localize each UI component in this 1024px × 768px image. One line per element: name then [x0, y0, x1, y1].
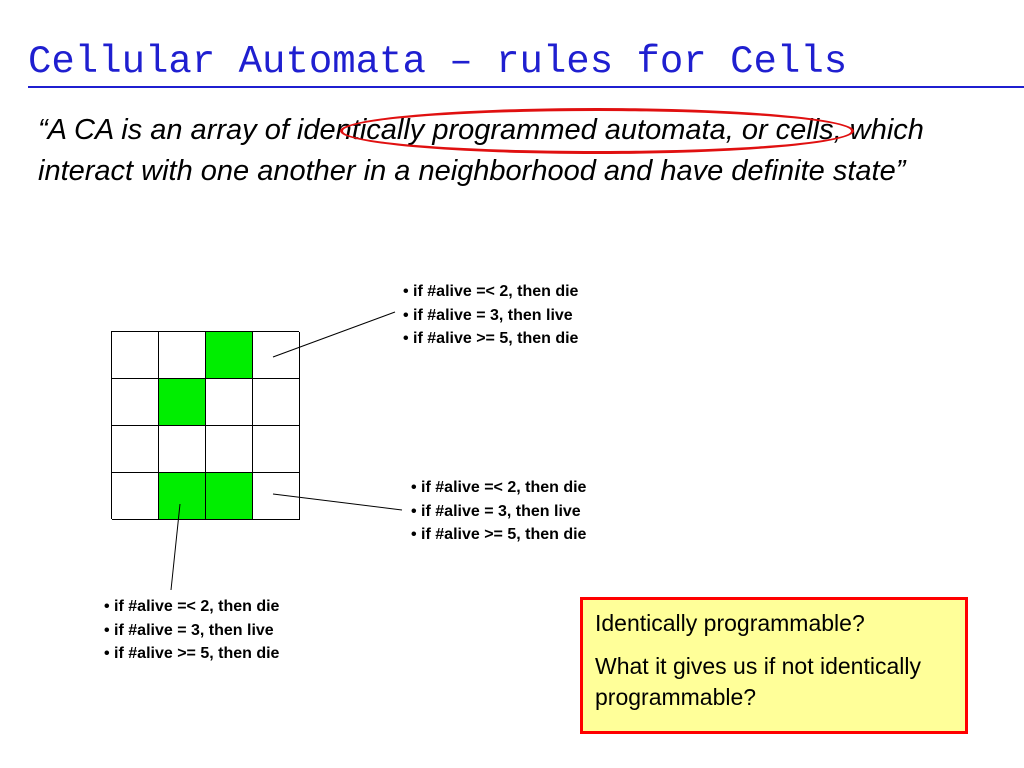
rule-item: if #alive = 3, then live [403, 304, 578, 328]
rule-item: if #alive >= 5, then die [411, 523, 586, 547]
question-line-2: What it gives us if not identically prog… [595, 653, 921, 710]
rule-item: if #alive =< 2, then die [104, 595, 279, 619]
grid-cell-empty [159, 426, 206, 473]
grid-cell-empty [253, 379, 300, 426]
rule-item: if #alive = 3, then live [104, 619, 279, 643]
rule-list-top: if #alive =< 2, then die if #alive = 3, … [403, 280, 578, 351]
rule-list-bottom: if #alive =< 2, then die if #alive = 3, … [104, 595, 279, 666]
question-box: Identically programmable? What it gives … [580, 597, 968, 734]
highlight-ellipse [340, 108, 854, 154]
rule-item: if #alive =< 2, then die [411, 476, 586, 500]
rule-item: if #alive =< 2, then die [403, 280, 578, 304]
grid-cell-empty [112, 473, 159, 520]
grid-cell-empty [253, 332, 300, 379]
grid-cell-alive [206, 332, 253, 379]
rule-list-middle: if #alive =< 2, then die if #alive = 3, … [411, 476, 586, 547]
slide-title: Cellular Automata – rules for Cells [28, 40, 848, 84]
rule-item: if #alive >= 5, then die [403, 327, 578, 351]
grid-cell-empty [206, 379, 253, 426]
grid-cell-alive [206, 473, 253, 520]
grid-cell-empty [112, 426, 159, 473]
grid-cell-empty [112, 379, 159, 426]
grid-cell-empty [253, 426, 300, 473]
grid-cell-alive [159, 473, 206, 520]
rule-item: if #alive >= 5, then die [104, 642, 279, 666]
grid-cell-empty [159, 332, 206, 379]
title-underline [28, 86, 1024, 88]
grid-cell-alive [159, 379, 206, 426]
grid-cell-empty [112, 332, 159, 379]
question-line-1: Identically programmable? [595, 610, 865, 636]
grid-cell-empty [206, 426, 253, 473]
grid-cell-empty [253, 473, 300, 520]
cell-grid [111, 331, 300, 520]
rule-item: if #alive = 3, then live [411, 500, 586, 524]
